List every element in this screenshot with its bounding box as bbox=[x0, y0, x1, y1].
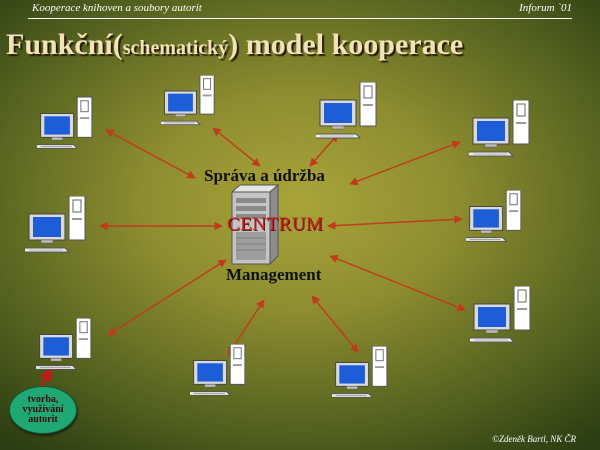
bubble-text: tvorba, využívání autorit bbox=[22, 394, 64, 425]
arrow-top-center-left bbox=[212, 127, 261, 167]
computer-icon bbox=[470, 286, 531, 343]
computer-icon bbox=[469, 100, 530, 157]
header-right-text: Inforum `01 bbox=[519, 2, 572, 14]
computer-icon bbox=[190, 344, 246, 396]
computer-icon bbox=[36, 318, 92, 370]
center-bottom-label: Management bbox=[226, 265, 322, 284]
arrow-bottom-center-right bbox=[311, 295, 359, 353]
arrow-top-left bbox=[105, 129, 196, 179]
connection-arrows bbox=[36, 127, 466, 393]
center-top-label: Správa a údržba bbox=[204, 166, 325, 185]
arrow-bottom-right bbox=[329, 254, 466, 312]
footer-credit: ©Zdeněk Bartl, NK ČR bbox=[492, 434, 576, 444]
computer-icon bbox=[25, 196, 86, 253]
centrum-label: CENTRUM bbox=[227, 214, 324, 235]
header-left-text: Kooperace knihoven a soubory autorit bbox=[32, 2, 202, 14]
title-part-2: schematický bbox=[122, 37, 229, 59]
arrow-middle-right bbox=[327, 215, 463, 230]
computer-icon bbox=[316, 82, 377, 139]
header-divider bbox=[28, 18, 572, 19]
slide-title: Funkční(schematický) model kooperace bbox=[6, 30, 463, 60]
computer-icon bbox=[37, 96, 93, 149]
computer-icon bbox=[161, 75, 215, 126]
computer-icon bbox=[332, 346, 388, 398]
arrow-top-right bbox=[349, 140, 461, 186]
title-part-3: ) model kooperace bbox=[228, 28, 464, 61]
arrow-bottom-left bbox=[107, 259, 227, 336]
arrow-top-center-right bbox=[309, 133, 339, 167]
title-part-1: Funkční( bbox=[6, 28, 123, 61]
computer-icon bbox=[466, 190, 522, 242]
server-icon bbox=[230, 183, 280, 266]
authority-usage-bubble: tvorba, využívání autorit bbox=[9, 386, 77, 434]
